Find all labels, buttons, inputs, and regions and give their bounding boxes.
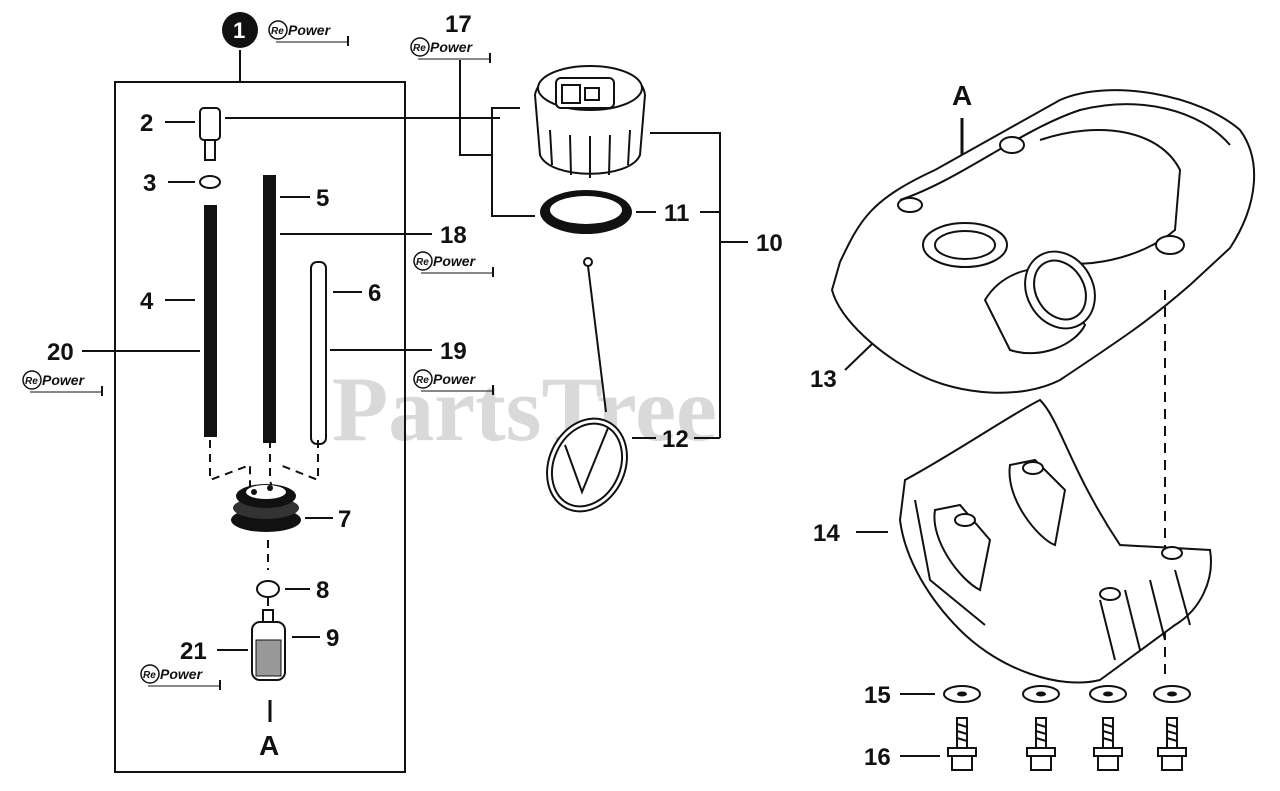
callout-21: 21 (180, 638, 207, 665)
svg-text:Power: Power (433, 371, 477, 387)
callout-4: 4 (140, 288, 154, 315)
svg-text:Power: Power (433, 253, 477, 269)
svg-text:Re: Re (25, 376, 38, 387)
watermark-text: PartsTree (332, 358, 717, 460)
callout-16: 16 (864, 744, 891, 771)
repower-badge-18[interactable]: Re Power (413, 251, 494, 277)
part-3-o-ring[interactable] (199, 175, 221, 189)
svg-text:Re: Re (413, 43, 426, 54)
repower-badge-21[interactable]: Re Power (140, 664, 221, 690)
reference-a-top: A (952, 80, 972, 111)
part-14-tank-guard[interactable] (898, 398, 1212, 684)
repower-badge-1[interactable]: Re Power (268, 20, 349, 46)
assembly-dashed-lines (209, 440, 319, 501)
svg-text:Power: Power (430, 39, 474, 55)
callout-11: 11 (664, 200, 689, 227)
callout-7: 7 (338, 506, 351, 533)
callout-18: 18 (440, 222, 467, 249)
part-4-fuel-line[interactable] (204, 205, 217, 437)
callout-17: 17 (445, 11, 472, 38)
callout-20: 20 (47, 339, 74, 366)
part-2-fitting[interactable] (199, 107, 221, 161)
repower-label: Power (288, 22, 332, 38)
repower-badge-19[interactable]: Re Power (413, 369, 494, 395)
callout-1: 1 (233, 18, 245, 43)
part-7-grommet[interactable] (231, 484, 301, 532)
part-15-washers[interactable] (943, 685, 1191, 703)
part-13-fuel-tank[interactable] (830, 89, 1256, 394)
repower-badge-17[interactable]: Re Power (410, 37, 491, 63)
repower-prefix: Re (271, 26, 284, 37)
svg-text:Power: Power (160, 666, 204, 682)
callout-9: 9 (326, 625, 339, 652)
callout-5: 5 (316, 185, 329, 212)
part-10-fuel-cap[interactable] (533, 65, 647, 178)
callout-3: 3 (143, 170, 156, 197)
callout-2: 2 (140, 110, 153, 137)
part-8-o-ring[interactable] (256, 580, 280, 598)
kit-number-circle (222, 12, 258, 48)
part-5-fuel-line[interactable] (263, 175, 276, 443)
part-12-cap-retainer[interactable] (532, 257, 641, 525)
callout-12: 12 (662, 426, 689, 453)
repower-badge-20[interactable]: Re Power (22, 370, 103, 396)
callout-8: 8 (316, 577, 329, 604)
callout-19: 19 (440, 338, 467, 365)
callout-6: 6 (368, 280, 381, 307)
callout-15: 15 (864, 682, 891, 709)
svg-text:Re: Re (416, 375, 429, 386)
part-16-screws[interactable] (947, 717, 1187, 771)
svg-text:Power: Power (42, 372, 86, 388)
part-11-cap-gasket[interactable] (540, 190, 632, 234)
callout-10: 10 (756, 230, 783, 257)
fuel-line-kit-box (114, 81, 406, 773)
svg-text:Re: Re (416, 257, 429, 268)
callout-14: 14 (813, 520, 840, 547)
part-6-return-line[interactable] (310, 261, 327, 445)
leader-10-bracket (650, 132, 721, 438)
part-9-fuel-filter[interactable] (251, 609, 286, 681)
svg-text:Re: Re (143, 670, 156, 681)
reference-a-bottom: A (259, 730, 279, 761)
leader-17 (459, 60, 535, 217)
callout-13: 13 (810, 366, 837, 393)
